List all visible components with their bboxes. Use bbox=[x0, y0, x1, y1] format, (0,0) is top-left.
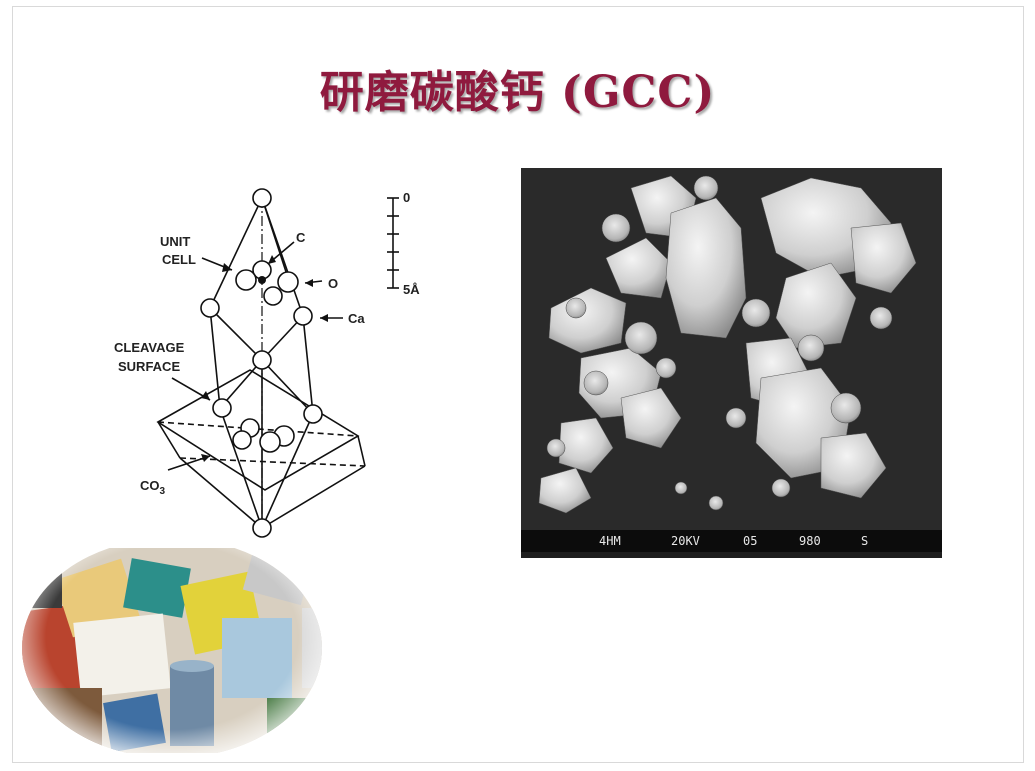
paper-products-collage bbox=[22, 548, 322, 753]
sem-scale-label: 4HM bbox=[599, 534, 621, 548]
scale-5a-label: 5Å bbox=[403, 282, 420, 297]
cleavage-label: CLEAVAGE bbox=[114, 340, 185, 355]
carbon-label: C bbox=[296, 230, 306, 245]
co3-label: CO3 bbox=[140, 478, 166, 497]
sem-code: 05 bbox=[743, 534, 758, 548]
surface-label: SURFACE bbox=[118, 359, 180, 374]
slide-title: 研磨碳酸钙 (GCC) bbox=[319, 67, 716, 118]
calcium-label: Ca bbox=[348, 311, 365, 326]
scale-zero-label: 0 bbox=[403, 190, 410, 205]
collage-image bbox=[22, 548, 322, 753]
sem-micrograph: 4HM 20KV 05 980 S bbox=[521, 168, 942, 558]
crystal-structure-drawing: UNIT CELL C O Ca CLEAVAGE SURFACE CO3 0 … bbox=[114, 188, 420, 538]
sem-particles-image bbox=[521, 168, 942, 530]
oxygen-label: O bbox=[328, 276, 338, 291]
sem-number: 980 bbox=[799, 534, 821, 548]
sem-suffix: S bbox=[861, 534, 869, 548]
sem-voltage: 20KV bbox=[671, 534, 700, 548]
calcite-crystal-diagram: UNIT CELL C O Ca CLEAVAGE SURFACE CO3 0 … bbox=[60, 178, 458, 548]
sem-info-bar: 4HM 20KV 05 980 S bbox=[521, 530, 942, 552]
unit-label: UNIT bbox=[160, 234, 190, 249]
cell-label: CELL bbox=[162, 252, 196, 267]
